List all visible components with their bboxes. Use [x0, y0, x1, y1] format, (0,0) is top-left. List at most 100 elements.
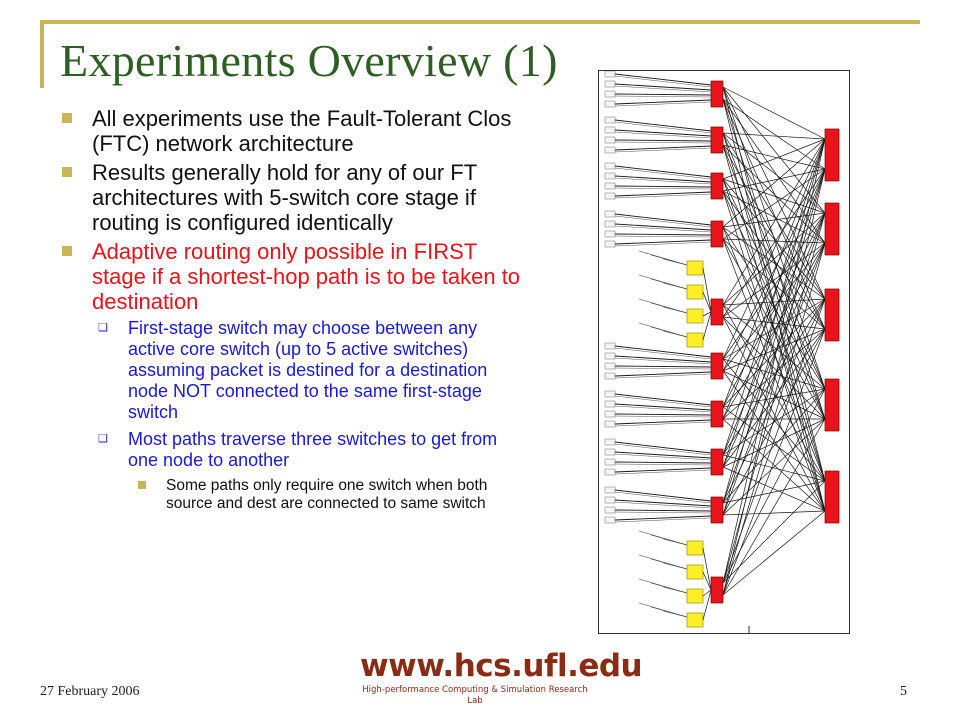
- interconnect-wire: [722, 144, 826, 170]
- spare-link: [702, 311, 712, 341]
- spare-module: [686, 564, 704, 580]
- bullet-item: All experiments use the Fault-Tolerant C…: [62, 106, 522, 156]
- node-link: [614, 223, 712, 231]
- stage1-switch: [710, 298, 724, 326]
- node-link: [614, 193, 712, 199]
- interconnect-wire: [722, 212, 826, 456]
- spare-feed: [662, 306, 688, 314]
- square-bullet-icon: [62, 246, 72, 256]
- node-port: [604, 458, 616, 466]
- node-link: [614, 101, 712, 107]
- interconnect-wire: [722, 138, 826, 504]
- interconnect-wire: [722, 406, 826, 482]
- node-link: [614, 451, 712, 459]
- interconnect-wire: [722, 86, 826, 390]
- node-link: [614, 99, 712, 105]
- slide-number: 5: [900, 684, 907, 699]
- node-port: [604, 116, 616, 124]
- interconnect-wire: [722, 226, 826, 300]
- node-link: [614, 95, 712, 98]
- node-link: [614, 367, 712, 370]
- node-link: [614, 121, 712, 134]
- node-link: [614, 419, 712, 425]
- node-link: [614, 463, 712, 466]
- node-link: [614, 413, 712, 416]
- interconnect-wire: [722, 298, 826, 584]
- core-switch: [824, 288, 840, 342]
- node-link: [614, 165, 712, 178]
- node-link: [614, 139, 712, 142]
- core-switch: [824, 378, 840, 432]
- interconnect-wire: [722, 178, 826, 214]
- node-link: [614, 371, 712, 377]
- node-port: [604, 126, 616, 134]
- node-link: [614, 501, 712, 509]
- spare-module: [686, 260, 704, 276]
- stage1-switch: [710, 448, 724, 476]
- interconnect-wire: [722, 418, 826, 512]
- interconnect-wire: [722, 242, 826, 372]
- node-port: [604, 342, 616, 350]
- node-link: [614, 365, 712, 368]
- interconnect-wire: [722, 168, 826, 372]
- node-link: [614, 403, 712, 411]
- interconnect-wire: [722, 168, 826, 468]
- node-link: [614, 85, 712, 93]
- interconnect-wire: [722, 86, 826, 140]
- node-port: [604, 100, 616, 108]
- stage1-switch: [710, 576, 724, 604]
- interconnect-wire: [722, 212, 826, 228]
- footer-date: 27 February 2006: [40, 684, 140, 699]
- node-port: [604, 146, 616, 154]
- interconnect-wire: [722, 86, 826, 300]
- bullet-text: Most paths traverse three switches to ge…: [128, 429, 498, 470]
- spare-module: [686, 332, 704, 348]
- stage1-switch: [710, 220, 724, 248]
- bullet-text: Results generally hold for any of our FT…: [92, 160, 477, 235]
- interconnect-wire: [722, 238, 826, 512]
- bullet-item: Results generally hold for any of our FT…: [62, 160, 522, 235]
- node-link: [614, 119, 712, 132]
- node-link: [614, 499, 712, 507]
- logo-url[interactable]: www.hcs.ufl.edu: [360, 648, 643, 684]
- node-port: [604, 90, 616, 98]
- stage1-switch: [710, 352, 724, 380]
- sub-bullet-item: ❑ First-stage switch may choose between …: [62, 318, 522, 423]
- interconnect-wire: [722, 98, 826, 170]
- node-link: [614, 511, 712, 514]
- node-link: [614, 239, 712, 245]
- node-link: [614, 187, 712, 190]
- node-port: [604, 400, 616, 408]
- node-link: [614, 441, 712, 454]
- interconnect-wire: [722, 138, 826, 360]
- node-link: [614, 129, 712, 137]
- spare-link: [702, 571, 712, 591]
- square-bullet-icon: [138, 481, 146, 489]
- node-link: [614, 213, 712, 226]
- slide-body: All experiments use the Fault-Tolerant C…: [62, 106, 522, 517]
- interconnect-wire: [722, 454, 826, 482]
- node-link: [614, 233, 712, 236]
- spare-link: [702, 589, 712, 621]
- node-port: [604, 438, 616, 446]
- interconnect-wire: [722, 212, 826, 408]
- interconnect-wire: [722, 212, 826, 584]
- interconnect-wire: [722, 138, 826, 180]
- sub-bullet-item: ❑ Most paths traverse three switches to …: [62, 429, 522, 471]
- interconnect-wire: [722, 298, 826, 408]
- node-link: [614, 491, 712, 504]
- node-link: [614, 235, 712, 238]
- interconnect-wire: [722, 138, 826, 584]
- ftc-network-topology: [604, 70, 840, 633]
- hollow-square-bullet-icon: ❑: [98, 433, 108, 445]
- network-diagram: [598, 70, 850, 634]
- node-port: [604, 162, 616, 170]
- interconnect-wire: [722, 132, 826, 300]
- node-link: [614, 393, 712, 406]
- node-link: [614, 489, 712, 502]
- interconnect-wire: [722, 388, 826, 584]
- spare-link: [702, 589, 712, 597]
- interconnect-wire: [722, 304, 826, 390]
- interconnect-wire: [722, 212, 826, 360]
- interconnect-wire: [722, 138, 826, 306]
